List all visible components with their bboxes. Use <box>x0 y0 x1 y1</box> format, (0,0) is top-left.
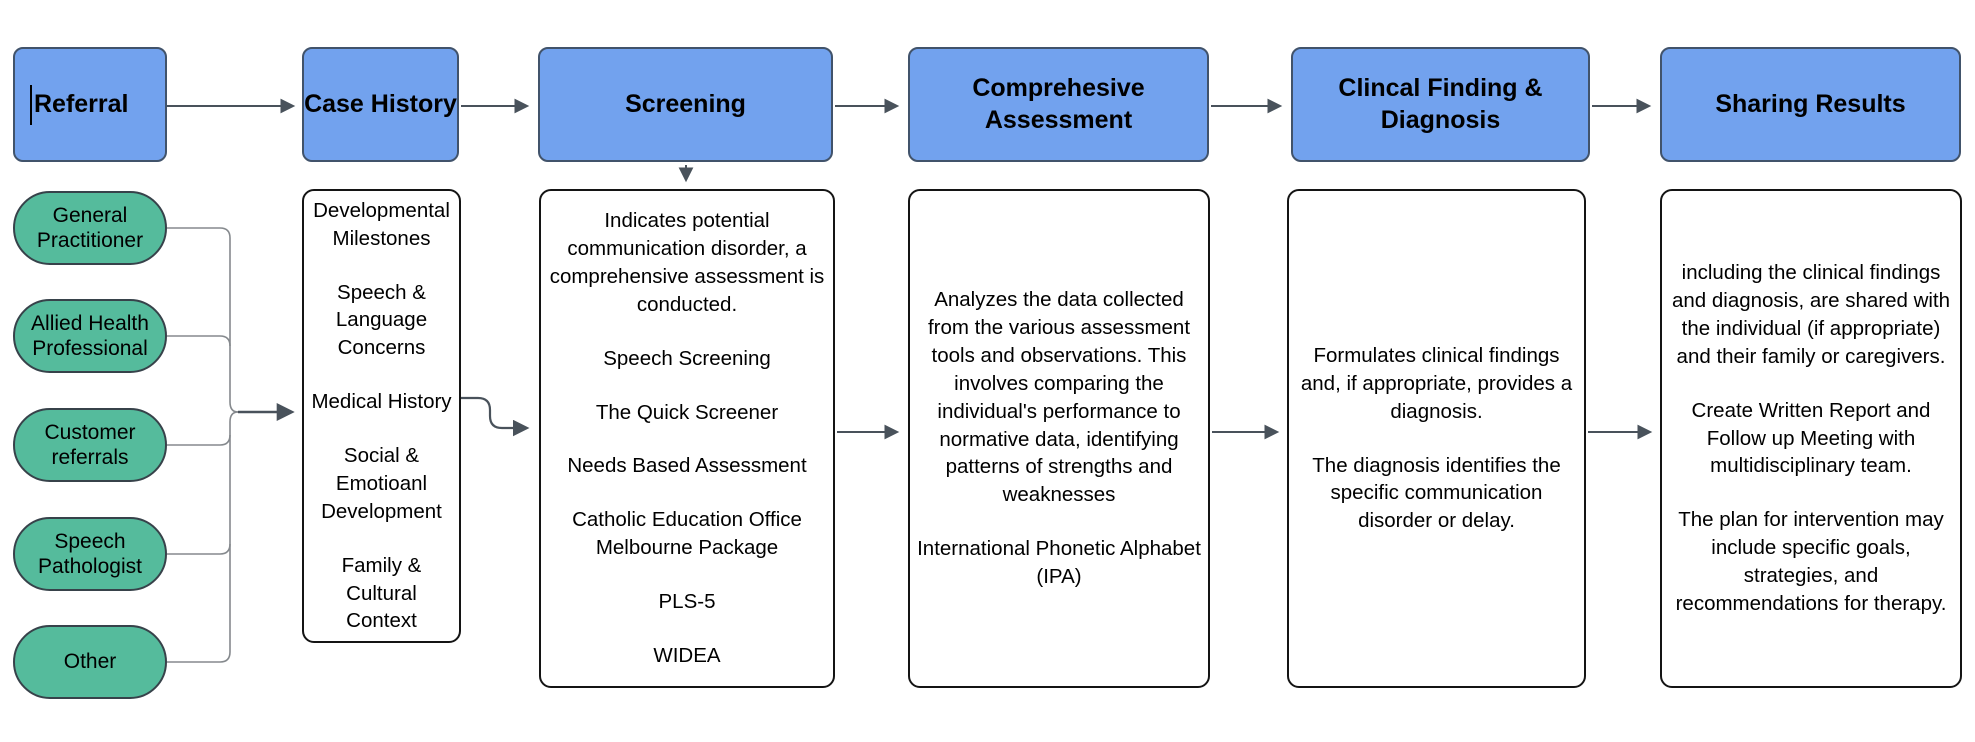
connector-speech-pathologist <box>167 543 231 555</box>
detail-item: Speech & Language Concerns <box>335 280 428 360</box>
stage-referral[interactable]: Referral <box>13 47 167 162</box>
stage-label: Case History <box>304 89 457 118</box>
detail-item: Social & Emotioanl Development <box>321 444 442 523</box>
comprehensive-assessment-detail-box[interactable]: Analyzes the data collected from the var… <box>908 189 1210 688</box>
connector-customer-referrals <box>167 434 231 446</box>
stage-label: Screening <box>625 89 746 118</box>
source-label: Other <box>63 650 117 674</box>
detail-item: Medical History <box>311 390 452 414</box>
source-label: Allied Health Professional <box>31 311 149 360</box>
detail-item: Family & Cultural Context <box>341 553 422 633</box>
detail-item: Catholic Education Office Melbourne Pack… <box>572 508 802 560</box>
screening-detail-box[interactable]: Indicates potential communication disord… <box>539 189 835 688</box>
detail-item: Needs Based Assessment <box>567 454 807 478</box>
stage-label: Comprehesive Assessment <box>972 74 1145 134</box>
source-speech-pathologist[interactable]: Speech Pathologist <box>13 517 167 591</box>
detail-item: PLS-5 <box>658 590 716 614</box>
detail-item: including the clinical findings and diag… <box>1671 261 1951 368</box>
connector-allied-health <box>167 335 231 347</box>
source-label: General Practitioner <box>36 203 144 252</box>
detail-item: The plan for intervention may include sp… <box>1675 508 1947 615</box>
detail-item: The diagnosis identifies the specific co… <box>1312 453 1561 533</box>
text-cursor <box>29 84 32 125</box>
connector-other <box>167 411 239 663</box>
stage-clinical-finding-diagnosis[interactable]: Clincal Finding & Diagnosis <box>1291 47 1590 162</box>
detail-item: Indicates potential communication disord… <box>549 209 825 316</box>
detail-item: Analyzes the data collected from the var… <box>927 288 1191 507</box>
stage-sharing-results[interactable]: Sharing Results <box>1660 47 1961 162</box>
clinical-finding-detail-box[interactable]: Formulates clinical findings and, if app… <box>1287 189 1586 688</box>
source-customer-referrals[interactable]: Customer referrals <box>13 408 167 482</box>
detail-item: Create Written Report and Follow up Meet… <box>1691 398 1931 478</box>
arrow-case-history-detail-to-screening-detail <box>461 396 530 437</box>
source-label: Customer referrals <box>44 420 136 469</box>
stage-screening[interactable]: Screening <box>538 47 833 162</box>
source-other[interactable]: Other <box>13 625 167 699</box>
detail-item: The Quick Screener <box>595 400 779 424</box>
detail-item: WIDEA <box>653 643 721 667</box>
detail-item: Developmental Milestones <box>313 198 450 250</box>
sharing-results-detail-box[interactable]: including the clinical findings and diag… <box>1660 189 1962 688</box>
source-allied-health-professional[interactable]: Allied Health Professional <box>13 299 167 373</box>
stage-label: Sharing Results <box>1715 89 1906 118</box>
stage-label: Referral <box>34 89 129 118</box>
stage-case-history[interactable]: Case History <box>302 47 459 162</box>
stage-comprehensive-assessment[interactable]: Comprehesive Assessment <box>908 47 1209 162</box>
source-label: Speech Pathologist <box>38 529 142 578</box>
source-general-practitioner[interactable]: General Practitioner <box>13 191 167 265</box>
detail-item: Speech Screening <box>603 346 771 370</box>
detail-item: Formulates clinical findings and, if app… <box>1300 343 1573 423</box>
case-history-detail-box[interactable]: Developmental Milestones Speech & Langua… <box>302 189 461 643</box>
stage-label: Clincal Finding & Diagnosis <box>1338 74 1543 134</box>
detail-item: International Phonetic Alphabet (IPA) <box>917 537 1201 588</box>
connector-general-practitioner <box>167 227 239 413</box>
